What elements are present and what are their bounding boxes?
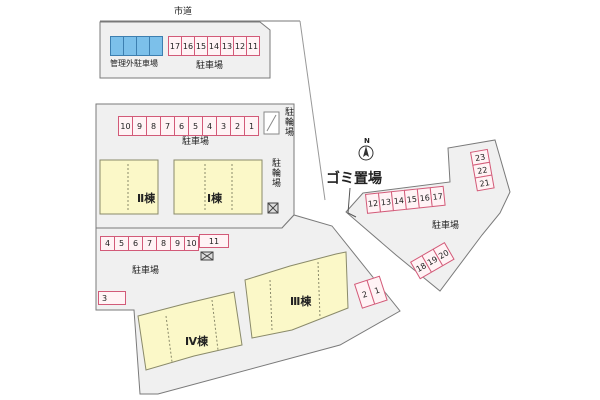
north-parking-label: 駐車場 — [182, 137, 210, 147]
east-parking-label: 駐車場 — [432, 221, 460, 231]
garbage-pointer — [347, 187, 357, 218]
parking-space: 6 — [174, 116, 189, 136]
parking-space: 7 — [142, 236, 157, 251]
parking-space: 17 — [429, 185, 446, 208]
building-1-label: Ⅰ棟 — [207, 192, 223, 205]
building-2 — [99, 159, 159, 215]
outside-parking — [110, 36, 163, 56]
parking-space: 5 — [114, 236, 129, 251]
parking-space: 4 — [202, 116, 217, 136]
building-3-label: Ⅲ棟 — [290, 295, 312, 308]
building-4 — [137, 291, 243, 371]
parking-space: 10 — [184, 236, 199, 251]
parking-space: 13 — [220, 36, 234, 56]
parking-space: 3 — [98, 291, 126, 305]
lot-east — [345, 139, 511, 292]
parking-space: 1 — [244, 116, 259, 136]
bicycle-parking-label-2: 駐輪場 — [270, 158, 280, 188]
parking-space: 14 — [207, 36, 221, 56]
parking-space: 11 — [246, 36, 260, 56]
outside-parking-label: 管理外駐車場 — [110, 59, 158, 68]
middle-parking-extra: 11 — [199, 234, 229, 248]
parking-space: 6 — [128, 236, 143, 251]
building-3 — [244, 251, 349, 339]
single-parking: 3 — [98, 291, 126, 305]
building-4-label: Ⅳ棟 — [185, 335, 209, 348]
north-arrow-icon — [363, 146, 369, 157]
road-label: 市道 — [174, 7, 193, 17]
parking-space: 8 — [156, 236, 171, 251]
north-mark-label: N — [364, 137, 370, 145]
parking-space: 5 — [188, 116, 203, 136]
cross-box-icon — [200, 251, 214, 261]
garbage-area-label: ゴミ置場 — [326, 171, 382, 187]
parking-space: 7 — [160, 116, 175, 136]
parking-space: 4 — [100, 236, 115, 251]
middle-parking-label: 駐車場 — [132, 266, 160, 276]
parking-space: 17 — [168, 36, 182, 56]
parking-space: 8 — [146, 116, 161, 136]
road-edge — [299, 20, 326, 201]
parking-space: 16 — [181, 36, 195, 56]
parking-space: 9 — [170, 236, 185, 251]
cross-box-icon — [267, 202, 279, 214]
parking-space: 2 — [230, 116, 245, 136]
parking-space: 11 — [199, 234, 229, 248]
top-parking-label: 駐車場 — [196, 61, 224, 71]
parking-space: 9 — [132, 116, 147, 136]
parking-space: 12 — [233, 36, 247, 56]
parking-space: 10 — [118, 116, 133, 136]
building-1 — [173, 159, 263, 215]
parking-space: 3 — [216, 116, 231, 136]
parking-space: 15 — [194, 36, 208, 56]
building-2-label: Ⅱ棟 — [137, 192, 156, 205]
bicycle-parking-label-1: 駐輪場 — [283, 107, 293, 137]
